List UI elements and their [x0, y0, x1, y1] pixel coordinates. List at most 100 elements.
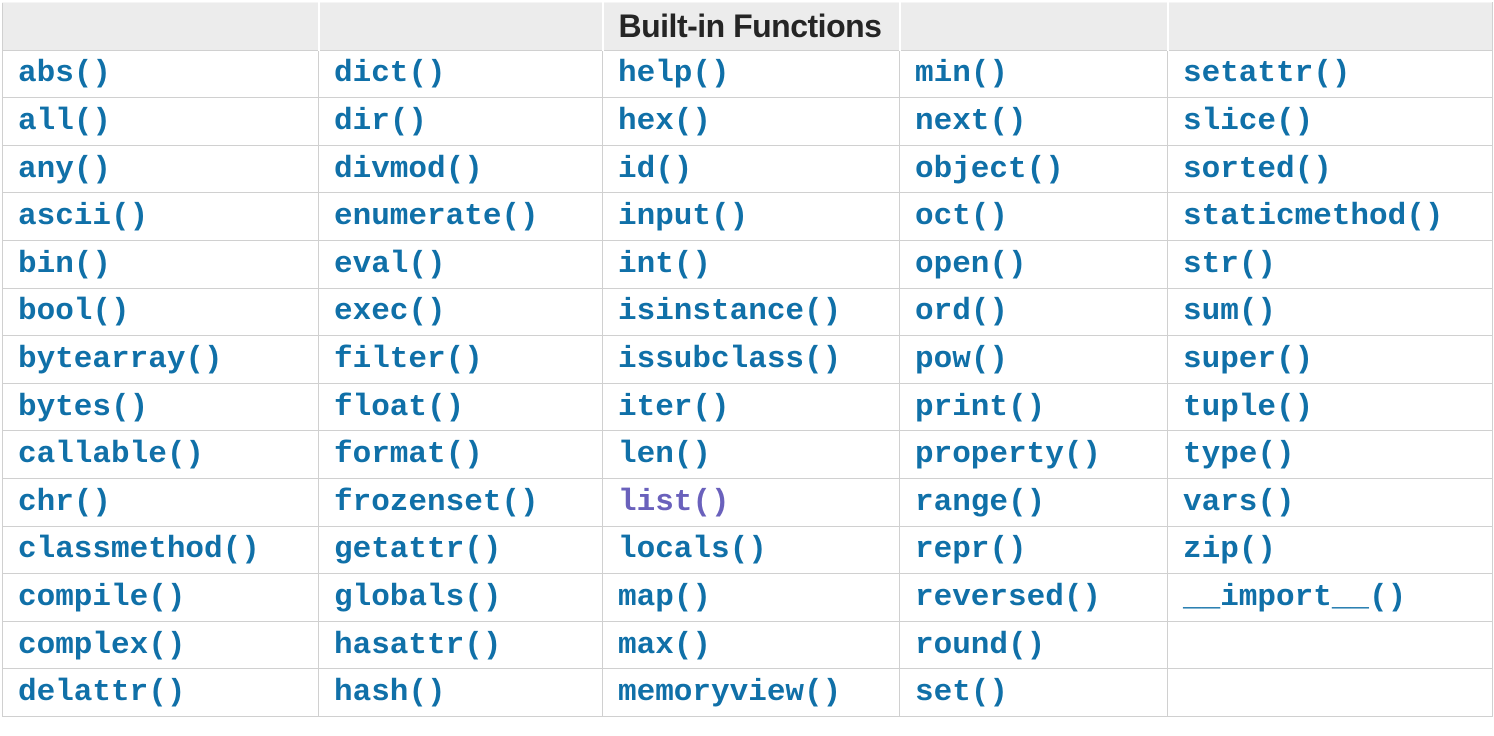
function-link-range[interactable]: range() — [915, 484, 1046, 520]
function-link-super[interactable]: super() — [1183, 341, 1314, 377]
function-link-object[interactable]: object() — [915, 151, 1064, 187]
function-link-help[interactable]: help() — [618, 56, 730, 92]
table-cell: set() — [899, 668, 1168, 717]
function-link-map[interactable]: map() — [618, 579, 712, 615]
function-link-bin[interactable]: bin() — [18, 246, 112, 282]
function-link-bool[interactable]: bool() — [18, 294, 130, 330]
table-cell: delattr() — [2, 668, 319, 717]
function-link-property[interactable]: property() — [915, 437, 1102, 473]
table-row: bool() exec() isinstance() ord() sum() — [2, 287, 1493, 337]
function-link-eval[interactable]: eval() — [334, 246, 446, 282]
header-cell-empty-1 — [2, 2, 320, 51]
function-link-next[interactable]: next() — [915, 103, 1027, 139]
function-link-zip[interactable]: zip() — [1183, 532, 1277, 568]
function-link-pow[interactable]: pow() — [915, 341, 1009, 377]
table-cell: locals() — [602, 525, 900, 575]
function-link-issubclass[interactable]: issubclass() — [618, 341, 842, 377]
table-cell: ascii() — [2, 192, 319, 241]
function-link-sum[interactable]: sum() — [1183, 294, 1277, 330]
table-row: all() dir() hex() next() slice() — [2, 97, 1493, 146]
function-link-print[interactable]: print() — [915, 389, 1046, 425]
function-link-any[interactable]: any() — [18, 151, 112, 187]
table-row: bytes() float() iter() print() tuple() — [2, 382, 1493, 432]
function-link-filter[interactable]: filter() — [334, 341, 483, 377]
function-link-delattr[interactable]: delattr() — [18, 675, 186, 711]
function-link-slice[interactable]: slice() — [1183, 103, 1314, 139]
function-link-bytearray[interactable]: bytearray() — [18, 341, 223, 377]
function-link-memoryview[interactable]: memoryview() — [618, 675, 842, 711]
function-link-round[interactable]: round() — [915, 627, 1046, 663]
table-cell: open() — [899, 239, 1168, 289]
function-link-enumerate[interactable]: enumerate() — [334, 199, 539, 235]
function-link-tuple[interactable]: tuple() — [1183, 389, 1314, 425]
table-cell: hex() — [602, 97, 900, 146]
function-link-classmethod[interactable]: classmethod() — [18, 532, 260, 568]
function-link-exec[interactable]: exec() — [334, 294, 446, 330]
table-cell: bool() — [2, 287, 319, 337]
table-cell: hash() — [318, 668, 603, 717]
function-link-ascii[interactable]: ascii() — [18, 199, 149, 235]
function-link-hasattr[interactable]: hasattr() — [334, 627, 502, 663]
table-cell: __import__() — [1167, 573, 1493, 622]
function-link-iter[interactable]: iter() — [618, 389, 730, 425]
function-link-reversed[interactable]: reversed() — [915, 579, 1102, 615]
function-link-bytes[interactable]: bytes() — [18, 389, 149, 425]
function-link-hex[interactable]: hex() — [618, 103, 712, 139]
function-link-id[interactable]: id() — [618, 151, 693, 187]
function-link-__import__[interactable]: __import__() — [1183, 579, 1407, 615]
table-cell: eval() — [318, 239, 603, 289]
function-link-setattr[interactable]: setattr() — [1183, 56, 1351, 92]
function-link-all[interactable]: all() — [18, 103, 112, 139]
table-cell: dict() — [318, 49, 603, 99]
function-link-format[interactable]: format() — [334, 437, 483, 473]
function-link-max[interactable]: max() — [618, 627, 712, 663]
table-cell: repr() — [899, 525, 1168, 575]
function-link-input[interactable]: input() — [618, 199, 749, 235]
table-cell: str() — [1167, 239, 1493, 289]
function-link-open[interactable]: open() — [915, 246, 1027, 282]
function-link-list[interactable]: list() — [618, 484, 730, 520]
table-cell: divmod() — [318, 144, 603, 194]
table-cell: property() — [899, 430, 1168, 479]
function-link-float[interactable]: float() — [334, 389, 465, 425]
function-link-compile[interactable]: compile() — [18, 579, 186, 615]
function-link-set[interactable]: set() — [915, 675, 1009, 711]
function-link-complex[interactable]: complex() — [18, 627, 186, 663]
function-link-len[interactable]: len() — [618, 437, 712, 473]
table-cell: type() — [1167, 430, 1493, 479]
function-link-abs[interactable]: abs() — [18, 56, 112, 92]
function-link-dict[interactable]: dict() — [334, 56, 446, 92]
table-cell: classmethod() — [2, 525, 319, 575]
table-title: Built-in Functions — [601, 2, 901, 51]
function-link-str[interactable]: str() — [1183, 246, 1277, 282]
table-cell: len() — [602, 430, 900, 479]
function-link-hash[interactable]: hash() — [334, 675, 446, 711]
builtin-functions-table: Built-in Functions abs() dict() help() min(… — [2, 2, 1493, 717]
function-link-dir[interactable]: dir() — [334, 103, 428, 139]
table-cell: sorted() — [1167, 144, 1493, 194]
function-link-int[interactable]: int() — [618, 246, 712, 282]
table-cell: setattr() — [1167, 49, 1493, 99]
function-link-isinstance[interactable]: isinstance() — [618, 294, 842, 330]
function-link-callable[interactable]: callable() — [18, 437, 205, 473]
function-link-oct[interactable]: oct() — [915, 199, 1009, 235]
table-cell: dir() — [318, 97, 603, 146]
table-row: abs() dict() help() min() setattr() — [2, 49, 1493, 99]
function-link-min[interactable]: min() — [915, 56, 1009, 92]
function-link-divmod[interactable]: divmod() — [334, 151, 483, 187]
function-link-sorted[interactable]: sorted() — [1183, 151, 1332, 187]
function-link-getattr[interactable]: getattr() — [334, 532, 502, 568]
function-link-locals[interactable]: locals() — [618, 532, 767, 568]
function-link-ord[interactable]: ord() — [915, 294, 1009, 330]
function-link-frozenset[interactable]: frozenset() — [334, 484, 539, 520]
function-link-staticmethod[interactable]: staticmethod() — [1183, 199, 1444, 235]
table-row: bytearray() filter() issubclass() pow() supe… — [2, 335, 1493, 384]
function-link-globals[interactable]: globals() — [334, 579, 502, 615]
function-link-repr[interactable]: repr() — [915, 532, 1027, 568]
function-link-chr[interactable]: chr() — [18, 484, 112, 520]
table-body: abs() dict() help() min() setattr() all() dir(… — [2, 49, 1493, 717]
function-link-type[interactable]: type() — [1183, 437, 1295, 473]
table-row: callable() format() len() property() type() — [2, 430, 1493, 479]
function-link-vars[interactable]: vars() — [1183, 484, 1295, 520]
table-row: chr() frozenset() list() range() vars() — [2, 477, 1493, 527]
